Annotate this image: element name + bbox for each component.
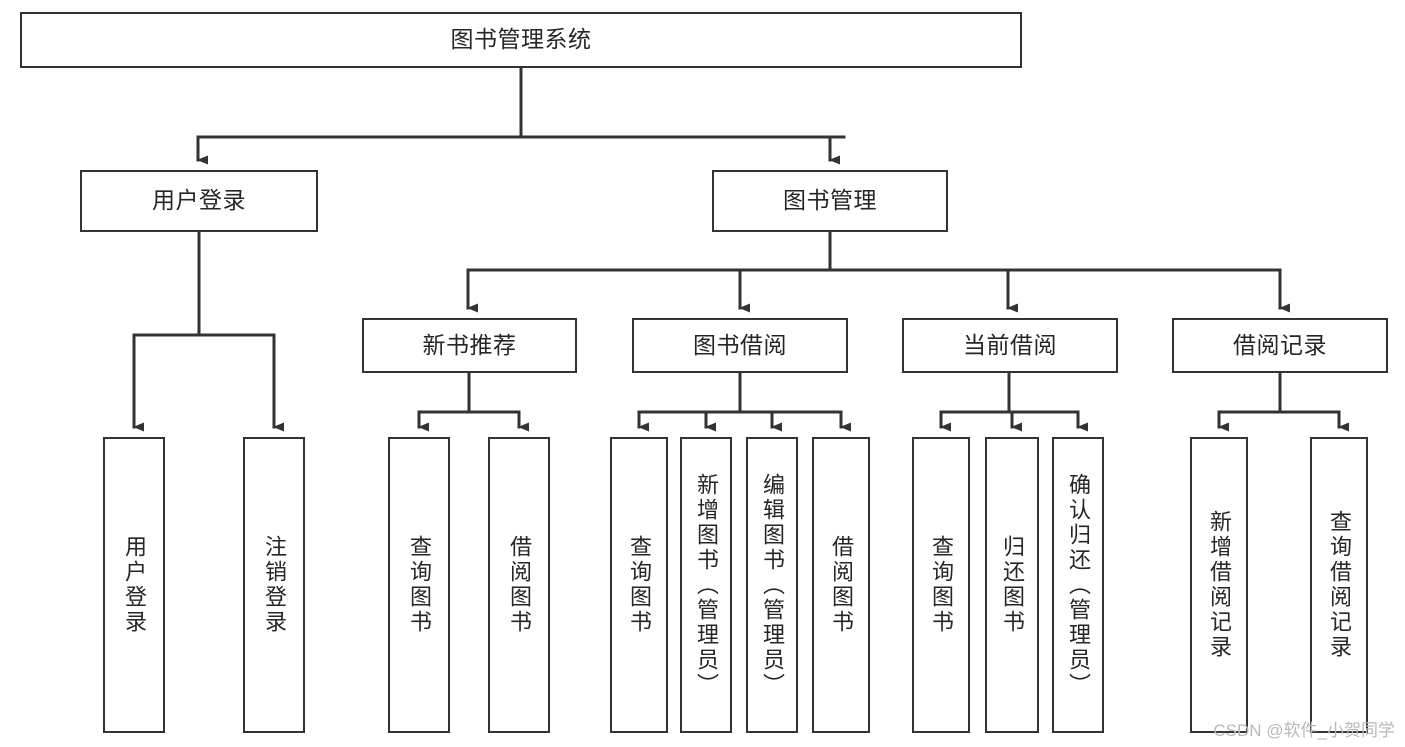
- node-leaf-borrow-book-1[interactable]: 借阅图书: [488, 437, 550, 733]
- node-leaf-add-record-label: 新增借阅记录: [1206, 510, 1232, 660]
- node-current-borrow[interactable]: 当前借阅: [902, 318, 1118, 373]
- node-root[interactable]: 图书管理系统: [20, 12, 1022, 68]
- node-leaf-query-record[interactable]: 查询借阅记录: [1310, 437, 1368, 733]
- node-leaf-query-book-3[interactable]: 查询图书: [912, 437, 970, 733]
- node-leaf-confirm-return-label: 确认归还（管理员）: [1065, 472, 1091, 698]
- node-leaf-return-book-label: 归还图书: [999, 535, 1025, 635]
- node-leaf-query-book-3-label: 查询图书: [928, 535, 954, 635]
- node-user-login-label: 用户登录: [152, 187, 246, 214]
- node-new-book-recommend-label: 新书推荐: [422, 331, 517, 358]
- node-leaf-borrow-book-2[interactable]: 借阅图书: [812, 437, 870, 733]
- node-book-borrow[interactable]: 图书借阅: [632, 318, 848, 373]
- node-user-login[interactable]: 用户登录: [80, 170, 318, 232]
- node-book-borrow-label: 图书借阅: [693, 331, 787, 358]
- node-borrow-record[interactable]: 借阅记录: [1172, 318, 1388, 373]
- node-leaf-user-login-label: 用户登录: [121, 535, 147, 635]
- node-leaf-add-book-label: 新增图书（管理员）: [693, 472, 719, 698]
- node-leaf-query-book-2[interactable]: 查询图书: [610, 437, 668, 733]
- node-borrow-record-label: 借阅记录: [1233, 331, 1327, 358]
- node-leaf-add-book[interactable]: 新增图书（管理员）: [680, 437, 732, 733]
- node-leaf-edit-book-label: 编辑图书（管理员）: [759, 472, 785, 698]
- node-root-label: 图书管理系统: [450, 26, 592, 53]
- node-leaf-query-book-2-label: 查询图书: [626, 535, 652, 635]
- node-leaf-user-logout[interactable]: 注销登录: [243, 437, 305, 733]
- node-leaf-user-logout-label: 注销登录: [261, 535, 287, 635]
- node-leaf-query-book-1-label: 查询图书: [406, 535, 432, 635]
- node-new-book-recommend[interactable]: 新书推荐: [362, 318, 577, 373]
- node-leaf-add-record[interactable]: 新增借阅记录: [1190, 437, 1248, 733]
- node-leaf-return-book[interactable]: 归还图书: [985, 437, 1039, 733]
- node-book-manage-label: 图书管理: [783, 187, 877, 214]
- node-leaf-edit-book[interactable]: 编辑图书（管理员）: [746, 437, 798, 733]
- node-leaf-confirm-return[interactable]: 确认归还（管理员）: [1052, 437, 1104, 733]
- node-current-borrow-label: 当前借阅: [963, 331, 1057, 358]
- node-leaf-borrow-book-2-label: 借阅图书: [828, 535, 854, 635]
- node-leaf-borrow-book-1-label: 借阅图书: [506, 535, 532, 635]
- watermark-text: CSDN @软件_小贺同学: [1213, 721, 1395, 740]
- node-leaf-query-record-label: 查询借阅记录: [1326, 510, 1352, 660]
- node-leaf-user-login[interactable]: 用户登录: [103, 437, 165, 733]
- node-leaf-query-book-1[interactable]: 查询图书: [388, 437, 450, 733]
- node-book-manage[interactable]: 图书管理: [712, 170, 948, 232]
